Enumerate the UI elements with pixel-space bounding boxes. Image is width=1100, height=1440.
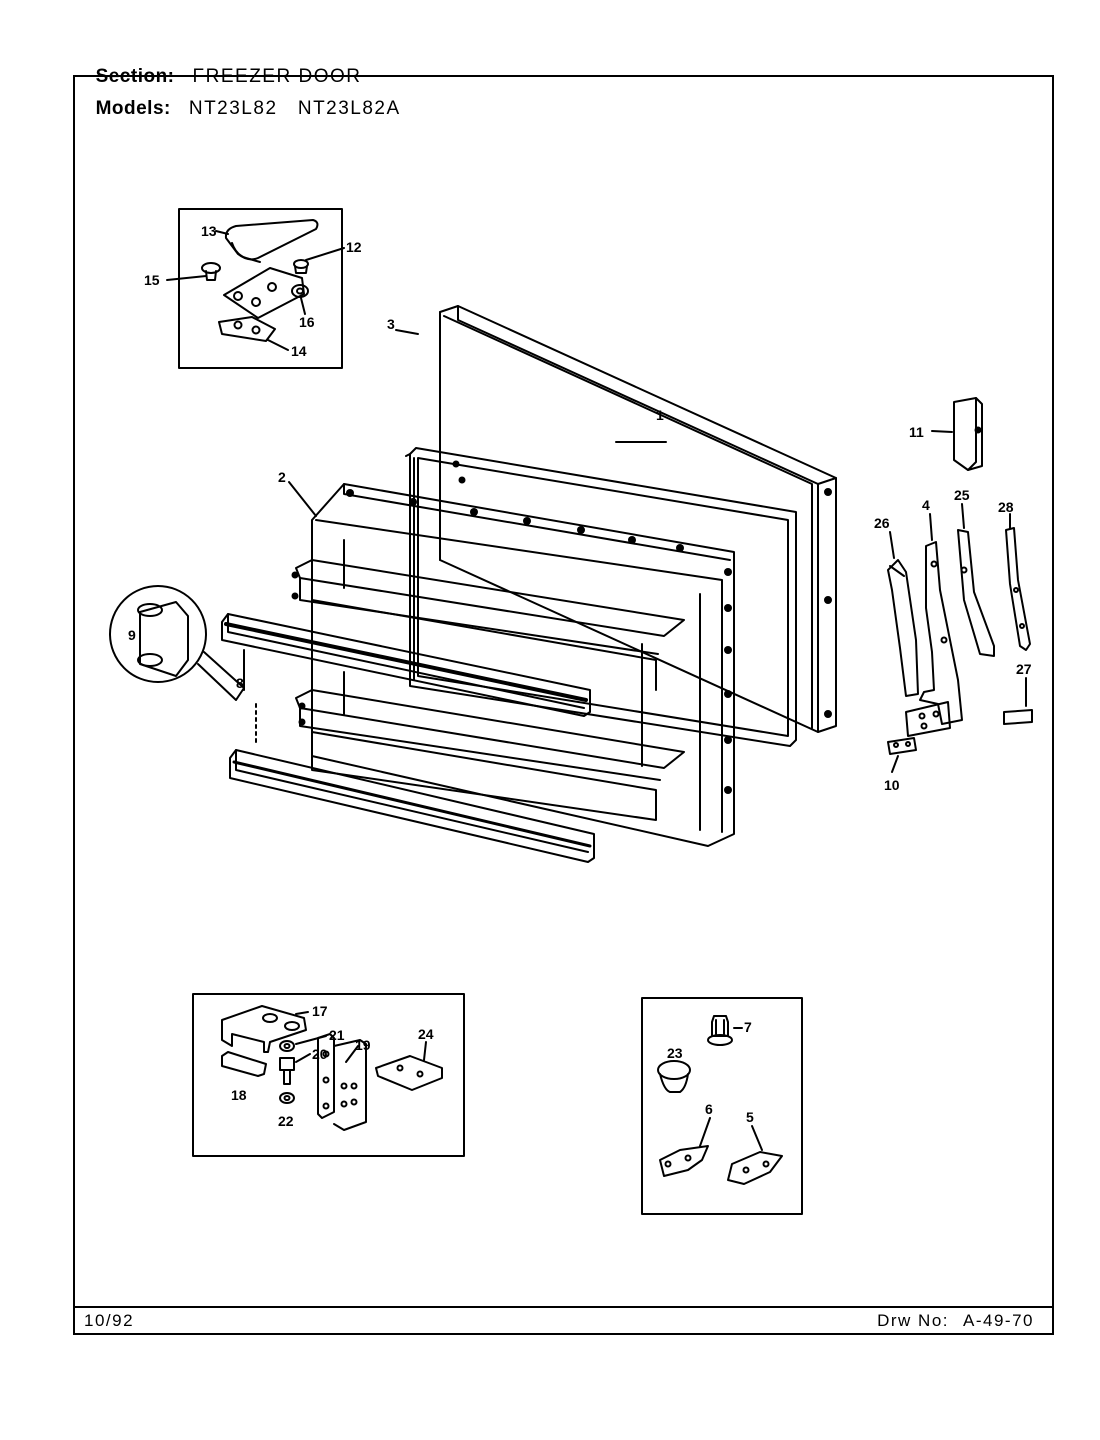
models-heading: Models: NT23L82 NT23L82A	[84, 76, 401, 120]
inner-door-liner-part-2	[291, 460, 735, 847]
handle-plate-part-10	[887, 737, 917, 755]
callout-5: 5	[746, 1109, 754, 1125]
detail-callout-part-9	[109, 585, 245, 701]
handle-trim-part-25	[957, 529, 995, 657]
callout-17: 17	[312, 1003, 328, 1019]
callout-18: 18	[231, 1087, 247, 1103]
leader-20	[295, 1053, 311, 1063]
leader-21	[295, 1035, 327, 1045]
callout-15: 15	[144, 272, 160, 288]
leader-15	[166, 275, 207, 281]
bottom-hinge-part-17	[221, 1005, 307, 1053]
nut-part-22	[279, 1092, 295, 1104]
callout-25: 25	[954, 487, 970, 503]
leader-17	[295, 1011, 309, 1015]
top-hinge-inset-box	[178, 208, 343, 369]
leader-2	[288, 481, 317, 517]
callout-21: 21	[329, 1027, 345, 1043]
leader-24	[423, 1041, 427, 1061]
leader-14	[267, 339, 289, 351]
handle-insert-part-28	[1005, 527, 1031, 651]
leader-3	[395, 329, 419, 335]
callout-12: 12	[346, 239, 362, 255]
shim-part-14	[218, 316, 276, 342]
shim-part-18	[221, 1051, 267, 1077]
handle-bracket-part-4	[905, 541, 963, 737]
callout-10: 10	[884, 777, 900, 793]
screw-part-7	[707, 1015, 733, 1046]
clip-part-5	[727, 1151, 783, 1185]
callout-24: 24	[418, 1026, 434, 1042]
callout-9: 9	[128, 627, 136, 643]
bottom-hinge-inset-box	[192, 993, 465, 1157]
revision-date: 10/92	[84, 1311, 135, 1330]
callout-27: 27	[1016, 661, 1032, 677]
outer-door-panel-part-1	[439, 305, 837, 733]
leader-19	[345, 1045, 359, 1063]
callout-26: 26	[874, 515, 890, 531]
callout-22: 22	[278, 1113, 294, 1129]
callout-7: 7	[744, 1019, 752, 1035]
footer-rule	[73, 1306, 1054, 1308]
bracket-part-24	[375, 1055, 443, 1091]
hinge-bracket-part-19	[317, 1033, 367, 1131]
callout-13: 13	[201, 223, 217, 239]
callout-20: 20	[312, 1046, 328, 1062]
plug-part-23	[657, 1060, 691, 1093]
callout-1: 1	[656, 407, 664, 423]
end-cap-part-27	[1003, 709, 1033, 725]
drawing-number-block: Drw No: A-49-70	[877, 1311, 1034, 1331]
pin-part-15	[201, 262, 221, 281]
drawing-number: A-49-70	[963, 1311, 1034, 1330]
leader-6	[699, 1117, 711, 1147]
callout-28: 28	[998, 499, 1014, 515]
drawing-number-label: Drw No:	[877, 1311, 950, 1330]
bushing-part-top	[293, 259, 309, 274]
handle-part-26	[887, 559, 919, 697]
clip-part-6	[659, 1145, 709, 1177]
fasteners-inset-box	[641, 997, 803, 1215]
callout-11: 11	[909, 424, 924, 440]
leader-5	[751, 1125, 763, 1151]
leader-26	[889, 531, 895, 559]
leader-10	[891, 755, 899, 773]
callout-4: 4	[922, 497, 930, 513]
fasteners-inset: 7 23 6 5	[641, 997, 803, 1215]
callout-8: 8	[236, 675, 244, 691]
hinge-cover-part-13	[224, 219, 319, 263]
door-shelf-bar-lower-part-8	[229, 749, 595, 863]
models-label: Models:	[95, 98, 171, 119]
leader-12	[305, 247, 345, 261]
door-gasket-part-3	[405, 447, 797, 747]
leader-25	[961, 503, 965, 529]
pin-part-20	[279, 1057, 295, 1085]
leader-4	[929, 513, 933, 541]
callout-19: 19	[355, 1037, 371, 1053]
leader-13	[215, 230, 229, 235]
callout-16: 16	[299, 314, 315, 330]
callout-23: 23	[667, 1045, 683, 1061]
callout-6: 6	[705, 1101, 713, 1117]
callout-2: 2	[278, 469, 286, 485]
washer-part-21	[279, 1040, 295, 1052]
washer-part-16	[291, 284, 309, 298]
models-value: NT23L82 NT23L82A	[188, 98, 401, 119]
leader-16	[300, 297, 306, 315]
drawing-frame	[73, 75, 1054, 1335]
top-hinge-inset: 13 12 15 16 14	[144, 208, 362, 369]
callout-3: 3	[387, 316, 395, 332]
door-shelf-bar-upper-part-8	[221, 613, 591, 717]
handle-cap-part-11	[931, 397, 983, 471]
callout-14: 14	[291, 343, 307, 359]
bottom-hinge-inset: 17 21 20 19 24 18 22	[192, 993, 465, 1157]
